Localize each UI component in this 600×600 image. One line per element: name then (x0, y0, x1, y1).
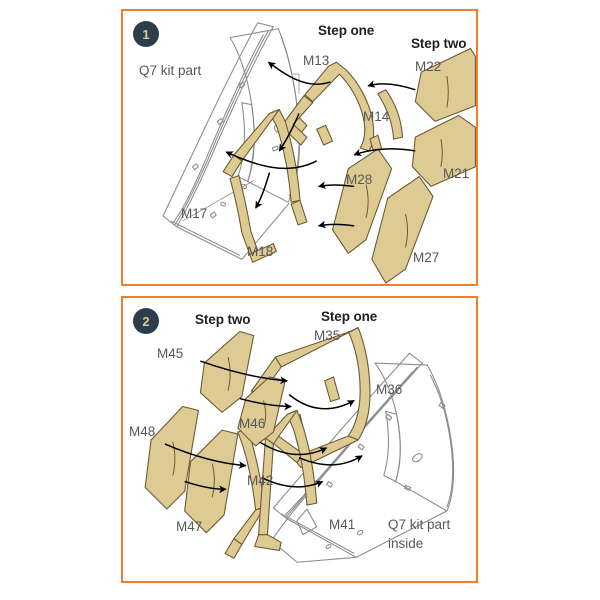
assembly-arrows-2 (164, 360, 363, 494)
part-label-M48: M48 (129, 424, 156, 439)
part-label-M41: M41 (329, 517, 356, 532)
step-two-heading-panel-2: Step two (195, 312, 251, 327)
q7-body-line-art-1 (162, 22, 300, 260)
part-label-M47: M47 (176, 519, 203, 534)
part-M22 (414, 47, 476, 122)
panel-step-2: 2 Step two Step one Q7 kit part inside M… (121, 296, 478, 583)
step-one-heading-panel-1: Step one (318, 23, 375, 38)
step-two-heading-panel-1: Step two (411, 36, 467, 51)
assembly-arrows-1 (225, 61, 416, 229)
panel-badge-1: 1 (133, 21, 159, 47)
part-label-M22: M22 (415, 59, 442, 74)
part-M21 (411, 114, 476, 187)
part-label-M36: M36 (376, 382, 403, 397)
part-label-M28: M28 (346, 172, 373, 187)
q7-kit-part-inside-note-line2: inside (388, 536, 424, 551)
part-label-M46: M46 (239, 416, 266, 431)
part-M36 (324, 376, 340, 403)
panel-badge-2: 2 (133, 308, 159, 334)
part-label-M13: M13 (303, 53, 330, 68)
part-M45 (199, 330, 255, 413)
q7-kit-part-inside-note-line1: Q7 kit part (388, 517, 451, 532)
panel-2-artwork (144, 327, 455, 563)
part-M14 (377, 89, 404, 140)
part-label-M27: M27 (413, 250, 440, 265)
score-lines-2 (172, 357, 267, 498)
part-label-M35: M35 (314, 328, 341, 343)
part-M41 (286, 409, 318, 506)
pe-blades-1 (331, 47, 476, 284)
score-lines-1 (365, 75, 449, 248)
panel-step-1: 1 Step one Step two Q7 kit part M13 M14 … (121, 9, 478, 286)
q7-kit-part-note-1: Q7 kit part (139, 63, 202, 78)
part-label-M45: M45 (157, 346, 184, 361)
part-M48 (144, 405, 199, 510)
part-label-M14: M14 (363, 109, 390, 124)
part-M17 (229, 175, 259, 255)
panel-1-artwork (162, 22, 476, 284)
part-label-M18: M18 (247, 244, 274, 259)
part-M46 (237, 376, 286, 447)
part-label-M42: M42 (247, 473, 274, 488)
part-label-M21: M21 (443, 166, 470, 181)
part-M27 (371, 176, 434, 284)
part-label-M17: M17 (181, 206, 208, 221)
step-one-heading-panel-2: Step one (321, 309, 378, 324)
